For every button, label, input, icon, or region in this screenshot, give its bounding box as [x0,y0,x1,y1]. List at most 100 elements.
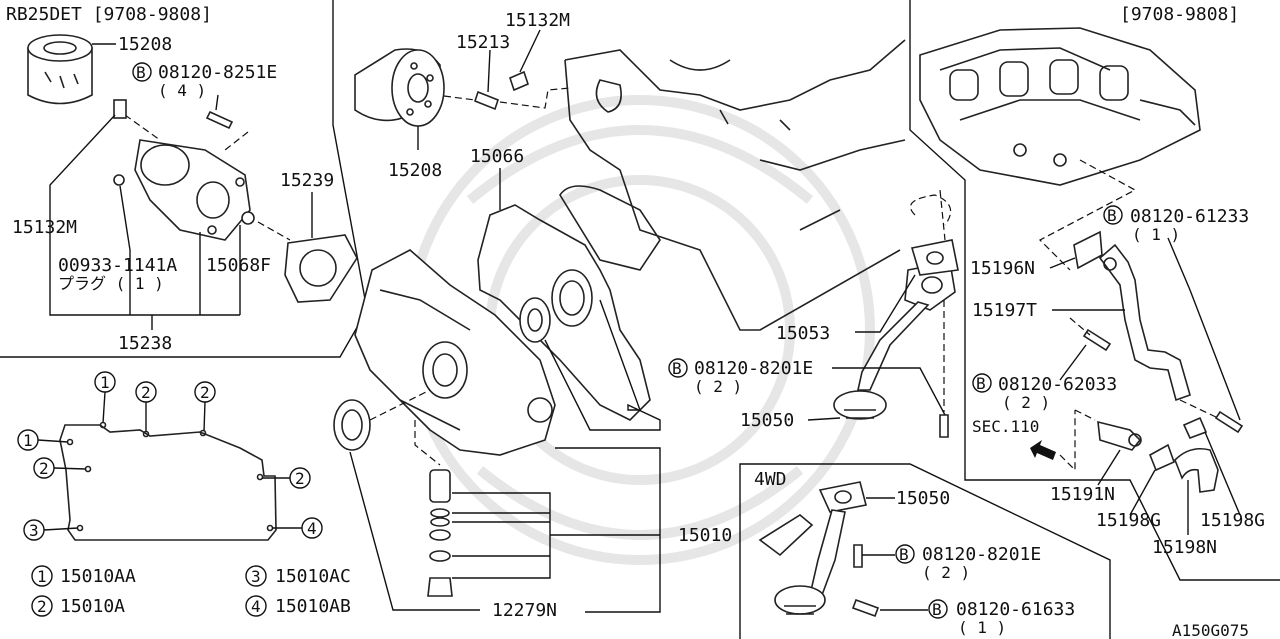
label-15208-left: 15208 [118,34,172,55]
hose-15198N [1174,447,1219,493]
qty-08120-61233: ( 1 ) [1132,225,1180,244]
plug-00933 [113,174,125,186]
label-15208-center: 15208 [388,160,442,181]
bolt-icon [1082,328,1112,352]
svg-text:1: 1 [23,431,33,450]
legend-part-2: 15010A [60,596,125,617]
oil-filter-left [27,34,93,105]
svg-text:3: 3 [29,521,39,540]
panel-header-4wd: 4WD [754,469,787,490]
qty-08120-61633: ( 1 ) [958,618,1006,637]
label-08120-8201E-4wd: 08120-8201E [922,544,1041,565]
front-seal-12279N [333,399,371,451]
sensor-15132M-center [509,70,529,92]
oring-15068F [241,211,255,225]
svg-text:2: 2 [37,597,47,616]
label-15010: 15010 [678,525,732,546]
svg-text:B: B [899,545,909,564]
svg-text:1: 1 [37,567,47,586]
svg-text:2: 2 [295,469,305,488]
cylinder-head [919,27,1201,186]
label-15198G-a: 15198G [1096,510,1161,531]
figure-code: A150G075 [1172,621,1249,639]
relief-valve-stack [427,469,453,597]
label-15191N: 15191N [1050,484,1115,505]
label-15066: 15066 [470,146,524,167]
label-00933-1141A: 00933-1141A [58,255,177,276]
hose-connector-15191N [1097,420,1142,451]
label-15238: 15238 [118,333,172,354]
label-plug: プラグ ( 1 ) [58,274,164,293]
oil-cooler-housing [134,139,251,241]
qty-08120-62033: ( 2 ) [1002,393,1050,412]
label-15198N: 15198N [1152,537,1217,558]
bolt-marker-icon [895,544,915,564]
label-12279N: 12279N [492,600,557,621]
gasket-outline [59,421,277,541]
sensor-15132M-left [113,99,127,119]
bolt-marker-icon [132,62,152,82]
fitting-15213 [474,90,499,111]
label-15053: 15053 [776,323,830,344]
svg-text:B: B [932,600,942,619]
legend-item-3: 3 15010AC [245,565,351,587]
bolt-icon [853,544,863,568]
label-15197T: 15197T [972,300,1037,321]
bolt-icon [205,110,234,130]
legend: 1 15010AA 2 15010A 3 15010AC 4 15010AB [31,565,351,617]
clamp-15198G-a [1148,443,1176,472]
svg-text:B: B [672,359,682,378]
panel-header-right: [9708-9808] [1120,4,1239,25]
clamp-15198G-b [1182,416,1208,440]
label-sec110: SEC.110 [972,417,1039,436]
svg-text:4: 4 [251,597,261,616]
label-08120-61233: 08120-61233 [1130,206,1249,227]
legend-item-1: 1 15010AA [31,565,136,587]
bolt-marker-icon [1103,205,1123,225]
oil-pump-body-15010 [354,249,556,456]
label-15068F: 15068F [206,255,271,276]
bolt-marker-icon [972,373,992,393]
label-08120-62033: 08120-62033 [998,374,1117,395]
qty-08120-8201E-4wd: ( 2 ) [922,563,970,582]
svg-text:2: 2 [39,459,49,478]
svg-text:2: 2 [141,383,151,402]
label-15196N: 15196N [970,258,1035,279]
gasket-markers: 1 2 2 1 2 2 3 4 [17,371,323,541]
qty-08120-8201E: ( 2 ) [694,377,742,396]
bolt-icon [939,414,949,438]
svg-text:4: 4 [307,519,317,538]
legend-part-3: 15010AC [275,566,351,587]
label-15198G-b: 15198G [1200,510,1265,531]
label-15132M-center: 15132M [505,10,570,31]
gasket-15239 [284,234,358,303]
oil-filter-center [354,48,445,127]
svg-text:B: B [1107,206,1117,225]
oil-return-pipe-15197T [1098,243,1191,402]
label-08120-8251E: 08120-8251E [158,62,277,83]
front-cover-gasket-15066 [477,204,651,421]
oil-strainer-15050-4wd [758,481,867,615]
label-15050: 15050 [740,410,794,431]
gasket-15053 [910,239,959,276]
legend-part-1: 15010AA [60,566,136,587]
pump-rotors [519,269,593,343]
bolt-icon [851,598,880,618]
label-08120-8201E: 08120-8201E [694,358,813,379]
label-08120-61633: 08120-61633 [956,599,1075,620]
bolt-marker-letter: B [136,63,146,82]
legend-item-2: 2 15010A [31,595,125,617]
legend-item-4: 4 15010AB [245,595,351,617]
panel-header-rb25det: RB25DET [9708-9808] [6,4,212,25]
bolt-icon [1214,410,1244,434]
arrow-icon [1030,440,1056,460]
svg-text:1: 1 [100,373,110,392]
bolt-marker-icon [928,599,948,619]
label-15132M-left: 15132M [12,217,77,238]
svg-text:2: 2 [200,383,210,402]
legend-part-4: 15010AB [275,596,351,617]
gasket-15196N [1073,230,1103,270]
engine-block [559,39,906,331]
